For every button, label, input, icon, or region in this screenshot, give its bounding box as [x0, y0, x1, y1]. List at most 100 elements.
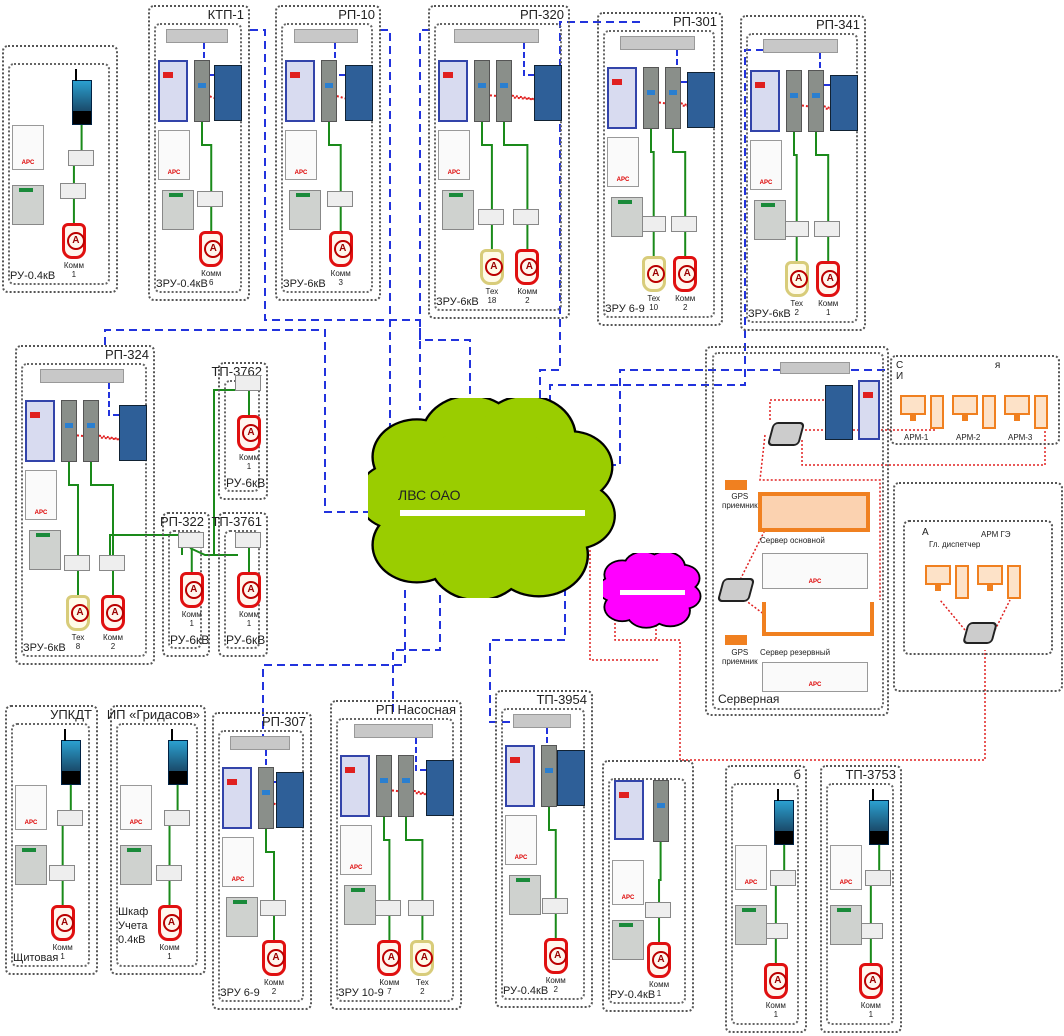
ethernet-switch — [825, 385, 853, 440]
redaction-bar — [620, 590, 685, 595]
terminal-block — [260, 900, 286, 916]
station-sublabel: РУ-6кВ — [170, 633, 210, 647]
workstation-label: АРМ-3 — [1008, 433, 1033, 442]
commercial-meter — [199, 231, 224, 267]
station-inner-box — [434, 23, 562, 311]
power-supply — [120, 845, 152, 885]
meter-type: Комм — [159, 943, 180, 952]
interface-converter — [61, 400, 77, 462]
rack-ups-2 — [762, 662, 868, 692]
station-box — [15, 345, 155, 665]
interface-converter — [652, 780, 669, 842]
terminal-block — [477, 209, 504, 225]
ups — [120, 785, 152, 830]
interface-converter — [321, 60, 337, 122]
meter-number: 2 — [110, 642, 116, 651]
station-sublabel: ЗРУ-6кВ — [23, 642, 66, 654]
lan-cloud-part — [406, 425, 574, 567]
wan-cloud — [603, 553, 702, 629]
meter-type: Комм — [238, 610, 260, 619]
ups — [735, 845, 767, 890]
station-sublabel: ЗРУ-6кВ — [436, 296, 479, 308]
gsm-modem — [869, 789, 890, 845]
ethernet-switch — [345, 65, 373, 121]
system-unit-icon — [1007, 565, 1021, 599]
terminal-block — [56, 810, 83, 826]
redaction-bar — [400, 510, 585, 516]
meter-type: Комм — [63, 261, 84, 270]
station-box — [162, 512, 210, 657]
power-module — [505, 745, 535, 807]
dispatcher-workstation-label: Гл. диспетчер — [929, 540, 981, 549]
meter-type: Комм — [675, 294, 696, 303]
meter-number: 2 — [794, 308, 799, 317]
commercial-meter — [515, 249, 540, 285]
commercial-meter — [157, 905, 182, 941]
gps-antenna-icon — [725, 635, 747, 645]
monitor-stand — [962, 415, 968, 421]
power-module — [340, 755, 370, 817]
interface-converter — [83, 400, 99, 462]
terminal-block — [375, 900, 402, 916]
meter-number: 10 — [649, 303, 659, 312]
station-box — [725, 765, 807, 1033]
technical-meter — [410, 940, 435, 976]
commercial-meter — [179, 572, 204, 608]
station-title: б — [793, 767, 801, 782]
ethernet-switch — [687, 72, 715, 128]
station-inner-box — [154, 23, 242, 293]
network-switch — [453, 29, 539, 43]
station-sublabel: ЗРУ 6-9 — [605, 303, 645, 315]
commercial-meter — [816, 261, 841, 297]
meter-type: Комм — [102, 633, 124, 642]
terminal-block — [99, 555, 125, 571]
station-sublabel: ЗРУ-6кВ — [748, 308, 791, 320]
meter-type: Комм — [181, 610, 202, 619]
station-title: РП-10 — [338, 7, 375, 22]
station-inner-box — [603, 30, 715, 318]
router-icon — [766, 422, 806, 446]
meter-number: 2 — [525, 296, 530, 305]
meter-number: 1 — [60, 952, 65, 961]
terminal-block — [865, 870, 892, 886]
power-module — [438, 60, 468, 122]
network-switch — [40, 369, 125, 383]
commercial-meter — [377, 940, 402, 976]
dispatcher-room-title: А — [922, 527, 929, 538]
station-box — [428, 5, 570, 319]
meter-type: Комм — [765, 1001, 786, 1010]
terminal-block — [235, 375, 261, 391]
station-sublabel: ЗРУ-0.4кВ — [156, 278, 208, 290]
station-box — [110, 705, 206, 975]
commercial-meter — [328, 231, 353, 267]
terminal-block — [163, 810, 190, 826]
power-supply — [226, 897, 258, 937]
meter-number: 1 — [773, 1010, 779, 1019]
terminal-block — [177, 532, 204, 548]
ups — [750, 140, 782, 190]
power-supply — [612, 920, 644, 960]
station-title: УПКДТ — [50, 707, 92, 722]
wan-cloud-part — [618, 563, 684, 615]
power-supply — [830, 905, 862, 945]
network-switch — [619, 36, 696, 50]
workstation-label: АРМ-2 — [956, 433, 981, 442]
commercial-meter — [61, 223, 86, 259]
commercial-meter — [50, 905, 75, 941]
station-box — [495, 690, 593, 1008]
monitor-icon — [1004, 395, 1030, 415]
gsm-modem — [774, 789, 795, 845]
rack-ups-1 — [762, 553, 868, 589]
commercial-meter — [763, 963, 788, 999]
terminal-block — [155, 865, 182, 881]
gps-label-1: GPS приемник — [722, 492, 758, 510]
terminal-block — [197, 191, 224, 207]
